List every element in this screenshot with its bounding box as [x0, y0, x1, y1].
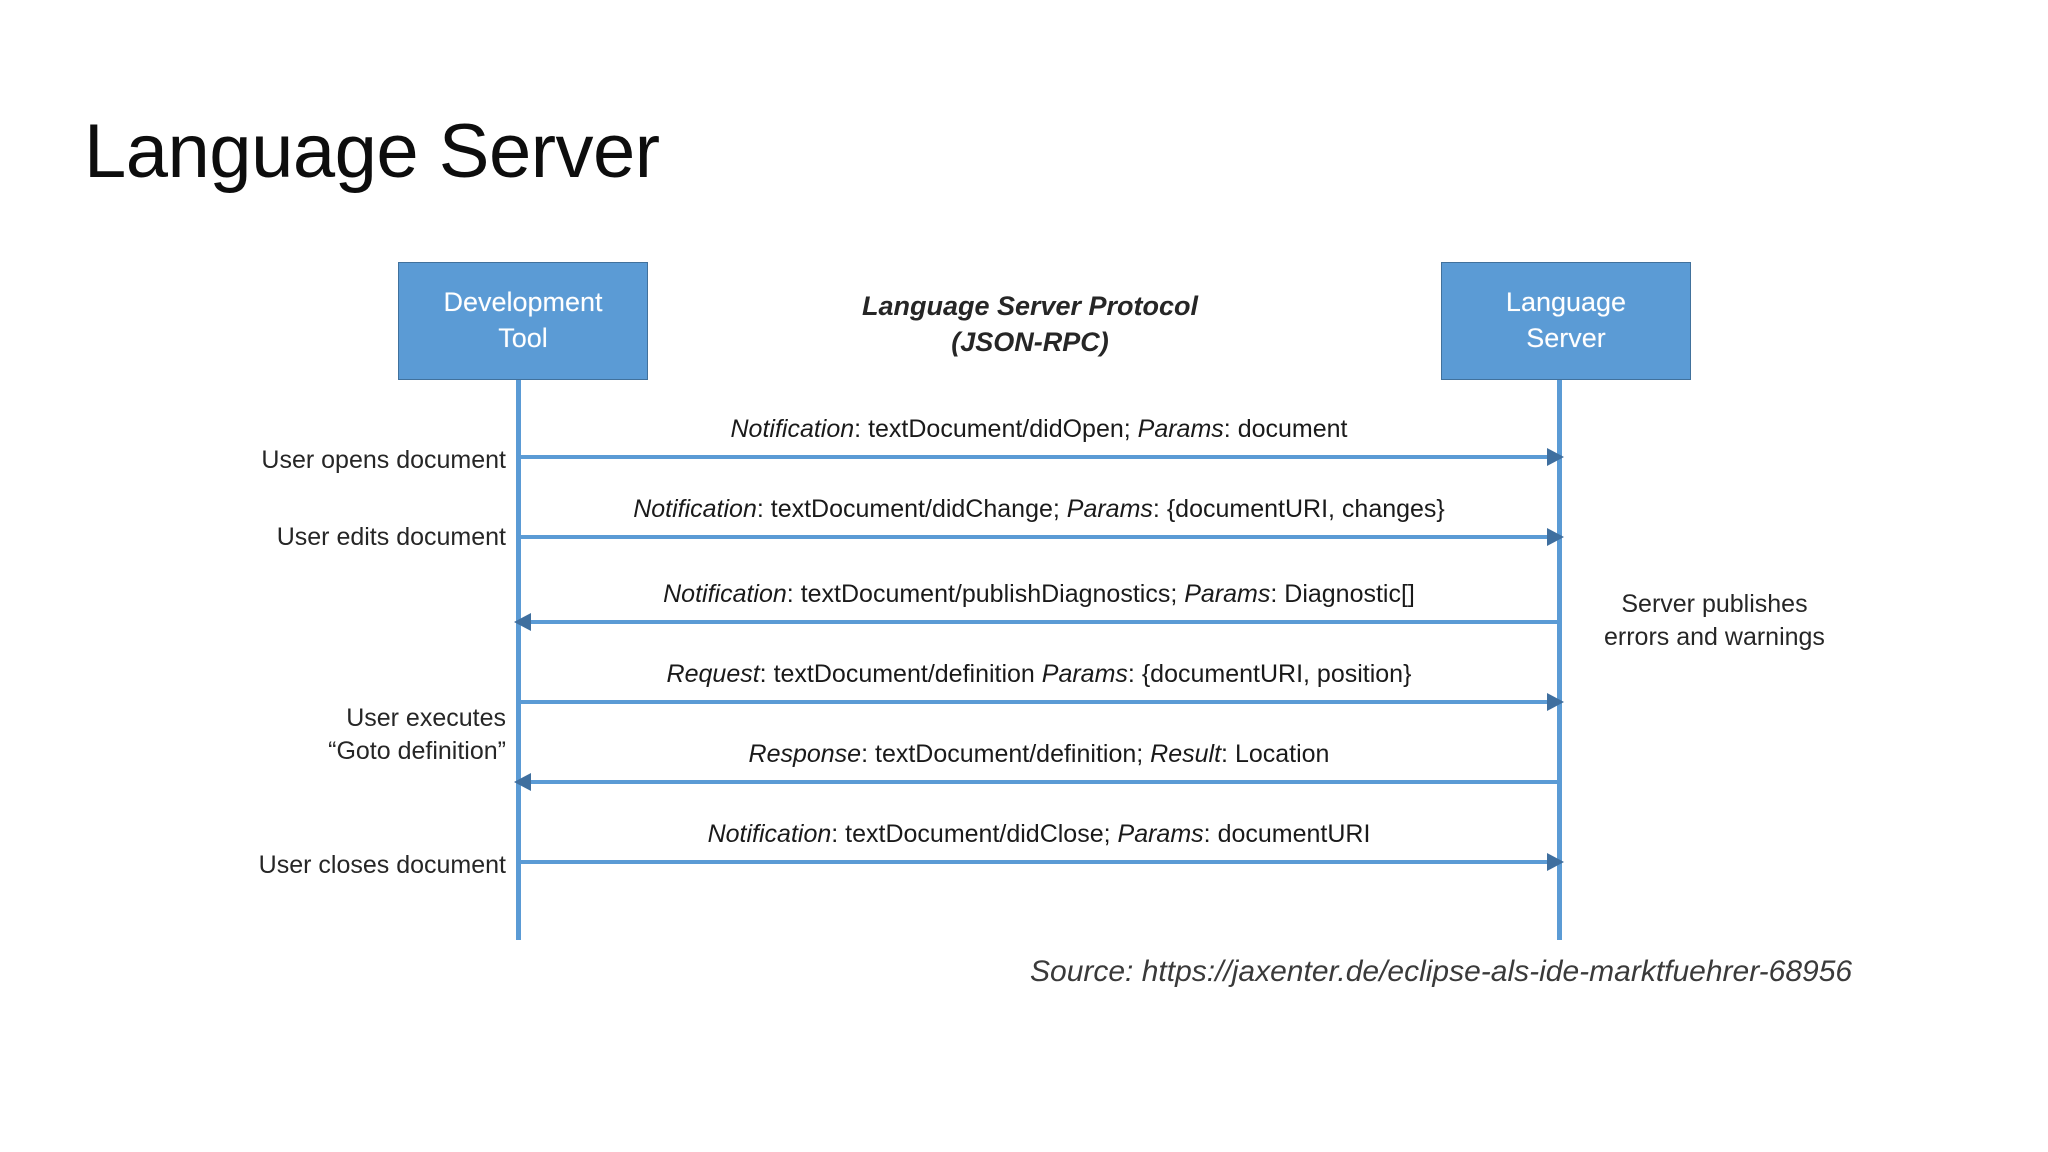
message-arrow-did-open	[516, 448, 1564, 466]
message-params-sep: :	[1221, 739, 1235, 768]
message-params-value: Diagnostic[]	[1284, 579, 1415, 608]
message-params-value: document	[1237, 414, 1348, 443]
message-kind: Notification	[730, 414, 855, 443]
protocol-title: Language Server Protocol	[861, 291, 1199, 321]
annotation-line-1: Server publishes	[1621, 590, 1808, 618]
message-params-value: {documentURI, changes}	[1166, 494, 1445, 523]
annotation-line-2: “Goto definition”	[328, 737, 506, 765]
arrowhead-right-icon	[1547, 448, 1564, 466]
message-kind-sep: :	[759, 659, 774, 688]
message-kind: Notification	[663, 579, 787, 608]
protocol-header: Language Server Protocol (JSON-RPC)	[790, 288, 1270, 361]
message-method: textDocument/publishDiagnostics;	[800, 579, 1185, 608]
message-params-sep: :	[1127, 659, 1142, 688]
arrowhead-right-icon	[1547, 853, 1564, 871]
page-title: Language Server	[84, 109, 660, 194]
participant-line-2: Tool	[498, 323, 548, 353]
annotation-user-edits-document: User edits document	[277, 521, 506, 554]
message-method: textDocument/definition;	[875, 739, 1151, 768]
participant-box-development-tool: Development Tool	[398, 262, 648, 380]
participant-label-language-server: Language Server	[1506, 285, 1626, 356]
annotation-line-1: User edits document	[276, 523, 506, 551]
message-label-did-change: Notification: textDocument/didChange; Pa…	[516, 494, 1562, 525]
arrowhead-left-icon	[514, 613, 531, 631]
message-params-label: Params	[1184, 579, 1271, 608]
message-method: textDocument/definition	[773, 659, 1042, 688]
message-params-sep: :	[1223, 414, 1238, 443]
message-params-label: Result	[1150, 739, 1222, 768]
source-attribution: Source: https://jaxenter.de/eclipse-als-…	[1030, 955, 1853, 988]
message-arrow-did-close	[516, 853, 1564, 871]
message-kind-sep: :	[786, 579, 801, 608]
arrowhead-left-icon	[514, 773, 531, 791]
annotation-server-publishes: Server publishes errors and warnings	[1604, 588, 1825, 654]
annotation-user-opens-document: User opens document	[261, 444, 506, 477]
message-label-definition-request: Request: textDocument/definition Params:…	[516, 659, 1562, 690]
participant-line-1: Language	[1505, 287, 1627, 318]
message-params-value: documentURI	[1217, 819, 1371, 848]
participant-label-development-tool: Development Tool	[443, 285, 602, 356]
message-params-sep: :	[1270, 579, 1285, 608]
message-kind: Notification	[633, 494, 757, 523]
annotation-line-1: User executes	[346, 704, 506, 732]
message-arrow-publish-diagnostics	[514, 613, 1562, 631]
annotation-line-1: User closes document	[258, 851, 506, 879]
lifeline-development-tool	[516, 380, 521, 940]
message-label-did-close: Notification: textDocument/didClose; Par…	[516, 819, 1562, 850]
message-label-definition-response: Response: textDocument/definition; Resul…	[516, 739, 1562, 770]
arrowhead-right-icon	[1547, 693, 1564, 711]
message-method: textDocument/didChange;	[770, 494, 1067, 523]
participant-box-language-server: Language Server	[1441, 262, 1691, 380]
message-arrow-did-change	[516, 528, 1564, 546]
message-kind-sep: :	[756, 494, 771, 523]
annotation-user-closes-document: User closes document	[259, 849, 506, 882]
message-params-sep: :	[1203, 819, 1218, 848]
message-params-sep: :	[1152, 494, 1167, 523]
message-method: textDocument/didClose;	[845, 819, 1118, 848]
message-params-value: {documentURI, position}	[1141, 659, 1412, 688]
annotation-line-1: User opens document	[261, 446, 506, 474]
message-kind: Response	[748, 739, 862, 768]
message-arrow-definition-request	[516, 693, 1564, 711]
annotation-user-executes-goto-definition: User executes “Goto definition”	[328, 702, 506, 768]
lifeline-language-server	[1557, 380, 1562, 940]
message-kind-sep: :	[831, 819, 846, 848]
participant-line-2: Server	[1526, 323, 1606, 353]
participant-line-1: Development	[443, 287, 603, 318]
message-params-label: Params	[1117, 819, 1204, 848]
annotation-line-2: errors and warnings	[1604, 623, 1825, 651]
message-kind-sep: :	[854, 414, 869, 443]
message-label-publish-diagnostics: Notification: textDocument/publishDiagno…	[516, 579, 1562, 610]
message-params-value: Location	[1234, 739, 1330, 768]
arrowhead-right-icon	[1547, 528, 1564, 546]
message-kind-sep: :	[861, 739, 875, 768]
protocol-subtitle: (JSON-RPC)	[951, 327, 1109, 358]
message-params-label: Params	[1137, 414, 1224, 443]
message-params-label: Params	[1041, 659, 1128, 688]
message-kind: Request	[666, 659, 760, 688]
message-arrow-definition-response	[514, 773, 1562, 791]
message-params-label: Params	[1066, 494, 1153, 523]
message-kind: Notification	[707, 819, 832, 848]
message-label-did-open: Notification: textDocument/didOpen; Para…	[516, 414, 1562, 445]
message-method: textDocument/didOpen;	[868, 414, 1138, 443]
